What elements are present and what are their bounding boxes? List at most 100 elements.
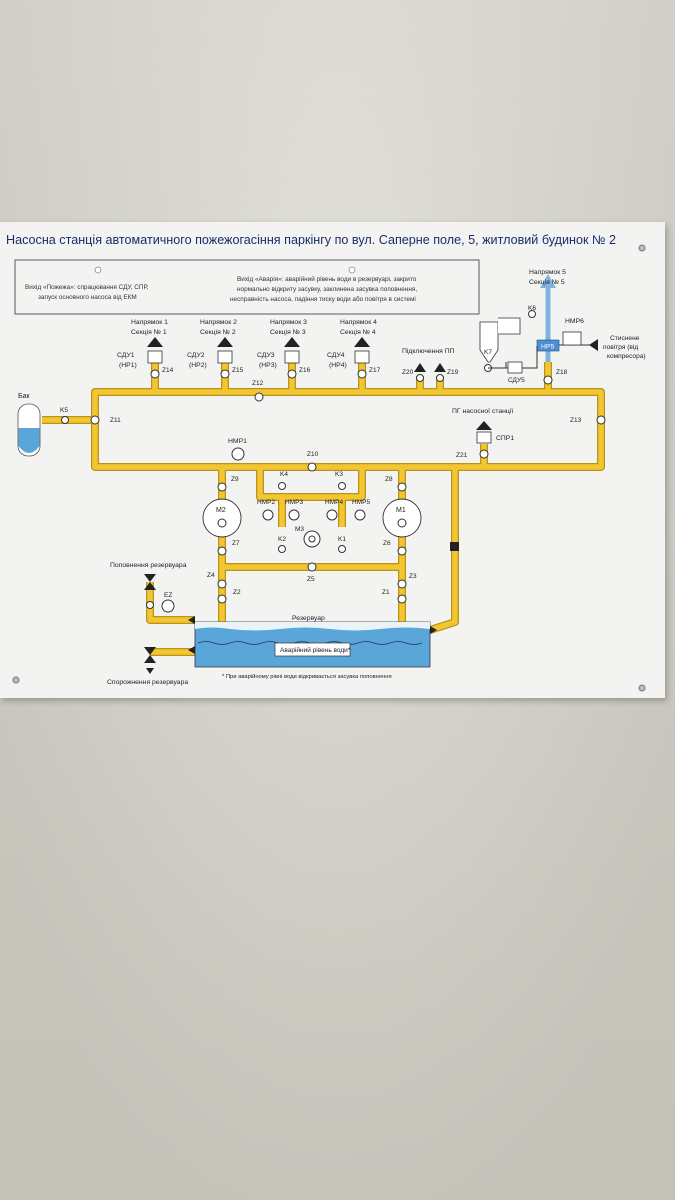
hp5-label: НР5 — [541, 344, 554, 351]
up-arrow-icon — [540, 274, 556, 288]
z19-label: Z19 — [447, 369, 459, 376]
outlet-arrow-icon — [284, 337, 300, 347]
legend-lamp-fire — [94, 266, 102, 274]
z-label: Z14 — [162, 367, 174, 374]
air-arrow-icon — [589, 339, 598, 351]
direction-3: Напрямок 3 Секція № 3 СДУ3 (НР3) Z16 — [257, 319, 311, 379]
m3-label: M3 — [295, 526, 304, 533]
sensor-icon — [416, 374, 424, 382]
air-receiver-icon — [498, 317, 521, 335]
sensor-icon — [307, 462, 317, 472]
z1-label: Z1 — [382, 589, 390, 596]
sdu5-label: СДУ5 — [508, 377, 525, 384]
air-tank-icon — [479, 321, 499, 363]
hp-label: (НР4) — [329, 362, 347, 369]
sensor-icon — [217, 594, 227, 604]
screw-icon — [638, 684, 646, 692]
pg-label: ПГ насосної станції — [452, 407, 513, 415]
sensor-icon — [220, 369, 230, 379]
fire-output-line2: запуск основного насоса від ЕКМ — [38, 293, 137, 301]
outlet-arrow-icon — [217, 337, 233, 347]
sensor-icon — [287, 369, 297, 379]
k2-label: K2 — [278, 536, 286, 543]
bak-water — [18, 428, 40, 453]
sensor-icon — [217, 546, 227, 556]
sdu-label: СДУ1 — [117, 352, 135, 359]
hp-label: (НР3) — [259, 362, 277, 369]
section5-label: Секція № 5 — [529, 278, 565, 286]
sensor-icon — [397, 482, 407, 492]
direction-label: Напрямок 3 — [270, 319, 307, 326]
legend-lamp-alarm — [348, 266, 356, 274]
k4-label: K4 — [280, 471, 288, 478]
k5-label: K5 — [60, 407, 68, 414]
screw-icon — [638, 244, 646, 252]
sensor-icon — [90, 415, 100, 425]
k3-label: K3 — [335, 471, 343, 478]
k6-label: K6 — [528, 305, 536, 312]
pump-shaft-icon — [308, 535, 316, 543]
outlet-arrow-icon — [414, 363, 426, 372]
hmp6-gauge-icon — [562, 331, 582, 346]
valve-icon — [528, 310, 536, 318]
direction-label: Напрямок 1 — [131, 319, 168, 326]
section-label: Секція № 2 — [200, 328, 236, 336]
pump-shaft-icon — [217, 518, 227, 528]
fill-valve-icon — [144, 574, 156, 590]
m1-label: M1 — [396, 507, 406, 514]
down-arrow-icon — [146, 668, 154, 674]
sensor-icon — [596, 415, 606, 425]
pipe-network-edge — [42, 362, 605, 656]
outlet-arrow-icon — [476, 421, 492, 430]
z20-label: Z20 — [402, 369, 414, 376]
air-line — [488, 346, 538, 369]
sensor-icon — [479, 449, 489, 459]
z2-label: Z2 — [233, 589, 241, 596]
outlet-arrow-icon — [434, 363, 446, 372]
z7-label: Z7 — [232, 540, 240, 547]
air-label-1: Стиснене — [610, 335, 640, 342]
outlet-arrow-icon — [354, 337, 370, 347]
sdu-valve-icon — [217, 350, 233, 364]
sensor-icon — [217, 482, 227, 492]
valve-icon — [338, 482, 346, 490]
direction-1: Напрямок 1 Секція № 1 СДУ1 (НР1) Z14 — [117, 319, 174, 379]
spr1-label: СПР1 — [496, 435, 514, 442]
sensor-icon — [307, 562, 317, 572]
sensor-icon — [397, 594, 407, 604]
z12-label: Z12 — [252, 380, 264, 387]
pp-label: Підключення ПП — [402, 347, 455, 355]
sensor-icon — [543, 375, 553, 385]
valve-icon — [278, 545, 286, 553]
z-label: Z16 — [299, 367, 311, 374]
z13-label: Z13 — [570, 417, 582, 424]
k1-label: K1 — [338, 536, 346, 543]
drain-valve-icon — [144, 647, 156, 663]
legend-box — [14, 259, 480, 315]
sdu-label: СДУ4 — [327, 352, 345, 359]
alarm-output-line1: Вихід «Аварія»: аварійний рівень води в … — [237, 275, 417, 283]
sensor-icon — [436, 374, 444, 382]
pipe-network — [42, 362, 604, 655]
pump-shaft-icon — [397, 518, 407, 528]
sensor-icon — [397, 579, 407, 589]
direction-label: Напрямок 4 — [340, 319, 377, 326]
alarm-level-label: Аварійний рівень води* — [280, 646, 351, 654]
section-label: Секція № 3 — [270, 328, 306, 336]
fire-output-line1: Вихід «Пожежа»: спрацювання СДУ, СПР, — [25, 283, 149, 291]
sdu-valve-icon — [284, 350, 300, 364]
valve-icon — [338, 545, 346, 553]
valve-icon — [61, 416, 69, 424]
z3-label: Z3 — [409, 573, 417, 580]
direction5-label: Напрямок 5 — [529, 269, 566, 276]
bak-label: Бак — [18, 393, 30, 400]
direction-4: Напрямок 4 Секція № 4 СДУ4 (НР4) Z17 — [327, 319, 381, 379]
hmp5-label: НМР5 — [352, 499, 370, 506]
hmp4-label: НМР4 — [325, 499, 343, 506]
z6-label: Z6 — [383, 540, 391, 547]
valve-icon — [146, 601, 154, 609]
z21-label: Z21 — [456, 452, 468, 459]
sensor-icon — [254, 392, 264, 402]
sensor-icon — [397, 546, 407, 556]
section-label: Секція № 1 — [131, 328, 167, 336]
